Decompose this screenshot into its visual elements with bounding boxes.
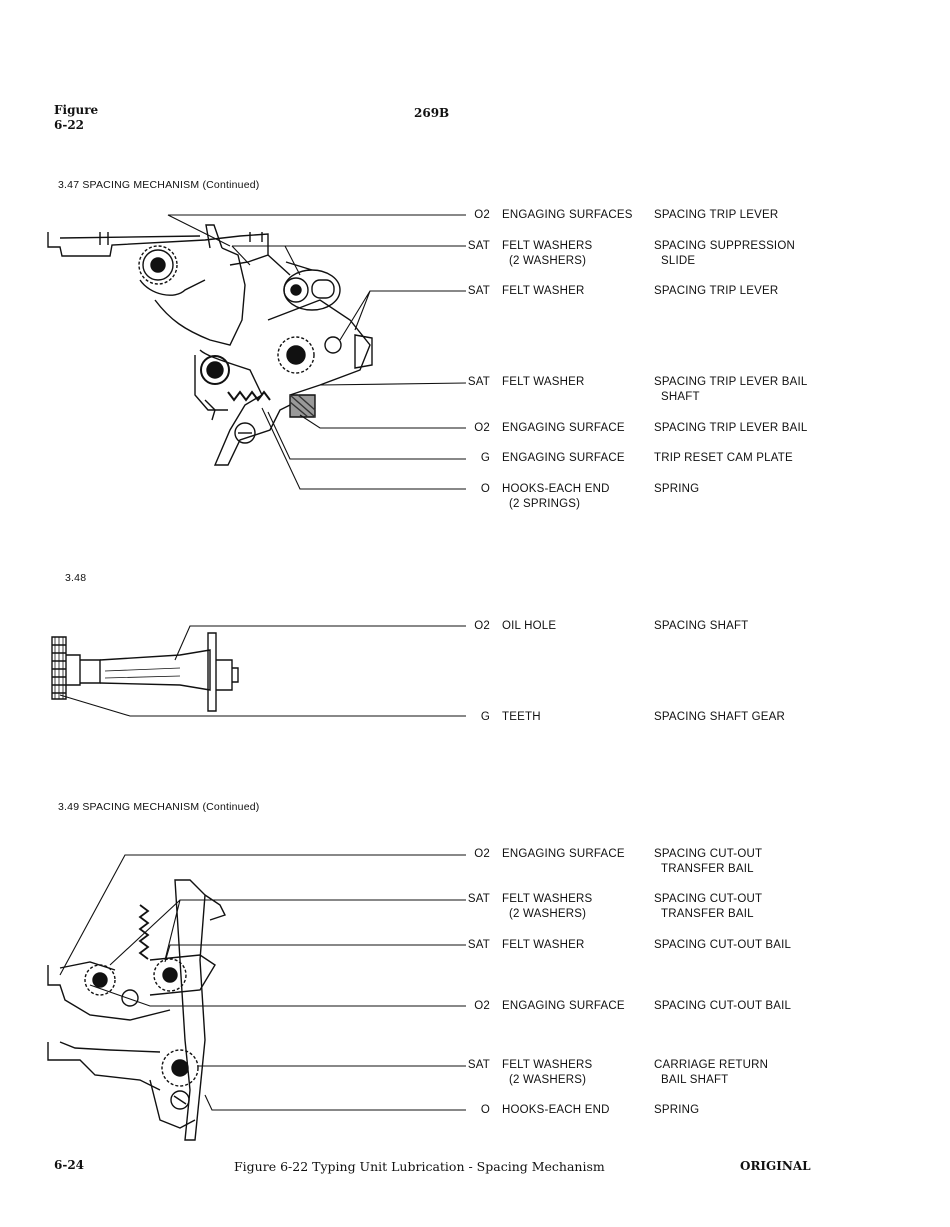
leader-lines-3-47 xyxy=(168,215,466,489)
spacing-cutout-drawing-3-49 xyxy=(48,880,225,1140)
part-name: SPACING TRIP LEVER xyxy=(654,285,779,297)
lube-point: FELT WASHERS xyxy=(502,893,593,905)
part-name: SPACING CUT-OUT xyxy=(654,893,763,905)
part-name: SPACING TRIP LEVER BAIL xyxy=(654,422,808,434)
issue-status: ORIGINAL xyxy=(740,1159,811,1173)
part-name: SPACING SUPPRESSION xyxy=(654,240,795,252)
lube-point: ENGAGING SURFACE xyxy=(502,452,625,464)
lube-code: SAT xyxy=(467,939,490,951)
lube-point: ENGAGING SURFACE xyxy=(502,848,625,860)
lube-code: SAT xyxy=(467,1059,490,1071)
spacing-mechanism-drawing-3-47 xyxy=(48,225,372,465)
figure-caption: Figure 6-22 Typing Unit Lubrication - Sp… xyxy=(234,1159,605,1174)
lube-code: G xyxy=(480,711,490,723)
lube-point: ENGAGING SURFACE xyxy=(502,1000,625,1012)
part-name-detail: TRANSFER BAIL xyxy=(661,908,754,920)
section-title-3-49: 3.49 SPACING MECHANISM (Continued) xyxy=(58,801,260,813)
lube-point: FELT WASHERS xyxy=(502,1059,593,1071)
part-name: SPRING xyxy=(654,483,700,495)
lube-code: SAT xyxy=(467,285,490,297)
screw-icon xyxy=(235,423,255,443)
part-name-detail: SLIDE xyxy=(661,255,696,267)
part-name: SPACING CUT-OUT BAIL xyxy=(654,939,792,951)
lube-code: O2 xyxy=(474,1000,490,1012)
part-name: SPRING xyxy=(654,1104,700,1116)
lube-point: HOOKS-EACH END xyxy=(502,1104,610,1116)
lube-point: FELT WASHER xyxy=(502,285,585,297)
cutout-spring-icon xyxy=(140,905,148,959)
cutout-bail-washer-icon xyxy=(154,959,186,991)
lube-point-detail: (2 WASHERS) xyxy=(509,908,587,920)
lube-point: HOOKS-EACH END xyxy=(502,483,610,495)
lube-point: FELT WASHER xyxy=(502,939,585,951)
spacing-shaft-collar-icon xyxy=(208,633,216,711)
lube-code: O2 xyxy=(474,209,490,221)
part-name: SPACING TRIP LEVER BAIL xyxy=(654,376,808,388)
lube-code: O xyxy=(480,483,490,495)
lube-point: TEETH xyxy=(502,711,541,723)
part-name-detail: BAIL SHAFT xyxy=(661,1074,729,1086)
spring-icon xyxy=(228,392,270,400)
lube-code: SAT xyxy=(467,240,490,252)
lube-point-detail: (2 SPRINGS) xyxy=(509,498,581,510)
hex-nut-icon xyxy=(201,356,229,384)
lube-code: O2 xyxy=(474,848,490,860)
lube-point: FELT WASHER xyxy=(502,376,585,388)
lube-point-detail: (2 WASHERS) xyxy=(509,255,587,267)
lube-point: FELT WASHERS xyxy=(502,240,593,252)
lube-code: O2 xyxy=(474,620,490,632)
carriage-return-washer-icon xyxy=(162,1050,198,1086)
screw-icon xyxy=(171,1091,189,1109)
spacing-shaft-drawing-3-48 xyxy=(52,633,238,711)
leader-lines-3-48 xyxy=(60,626,466,716)
lube-point-detail: (2 WASHERS) xyxy=(509,1074,587,1086)
part-name: SPACING SHAFT GEAR xyxy=(654,711,785,723)
felt-washer-gear-icon xyxy=(85,965,115,995)
part-name-detail: SHAFT xyxy=(661,391,700,403)
part-name: SPACING SHAFT xyxy=(654,620,749,632)
lube-code: O xyxy=(480,1104,490,1116)
lube-point: ENGAGING SURFACES xyxy=(502,209,633,221)
lube-point: OIL HOLE xyxy=(502,620,557,632)
part-name: SPACING TRIP LEVER xyxy=(654,209,779,221)
leader-lines-3-49 xyxy=(60,855,466,1110)
part-name-detail: TRANSFER BAIL xyxy=(661,863,754,875)
part-name: TRIP RESET CAM PLATE xyxy=(654,452,793,464)
model-number: 269B xyxy=(414,106,450,120)
section-title-3-48: 3.48 xyxy=(65,572,87,584)
part-name: CARRIAGE RETURN xyxy=(654,1059,769,1071)
part-name: SPACING CUT-OUT xyxy=(654,848,763,860)
lube-code: O2 xyxy=(474,422,490,434)
section-title-3-47: 3.47 SPACING MECHANISM (Continued) xyxy=(58,179,260,191)
lube-point: ENGAGING SURFACE xyxy=(502,422,625,434)
lube-code: SAT xyxy=(467,893,490,905)
lube-code: G xyxy=(480,452,490,464)
figure-label: Figure xyxy=(54,103,99,117)
page-number: 6-24 xyxy=(54,1158,85,1172)
part-name: SPACING CUT-OUT BAIL xyxy=(654,1000,792,1012)
figure-number: 6-22 xyxy=(54,118,85,132)
lube-code: SAT xyxy=(467,376,490,388)
trip-lever-felt-washer-icon xyxy=(278,337,314,373)
felt-washer-gear-icon xyxy=(143,250,173,280)
